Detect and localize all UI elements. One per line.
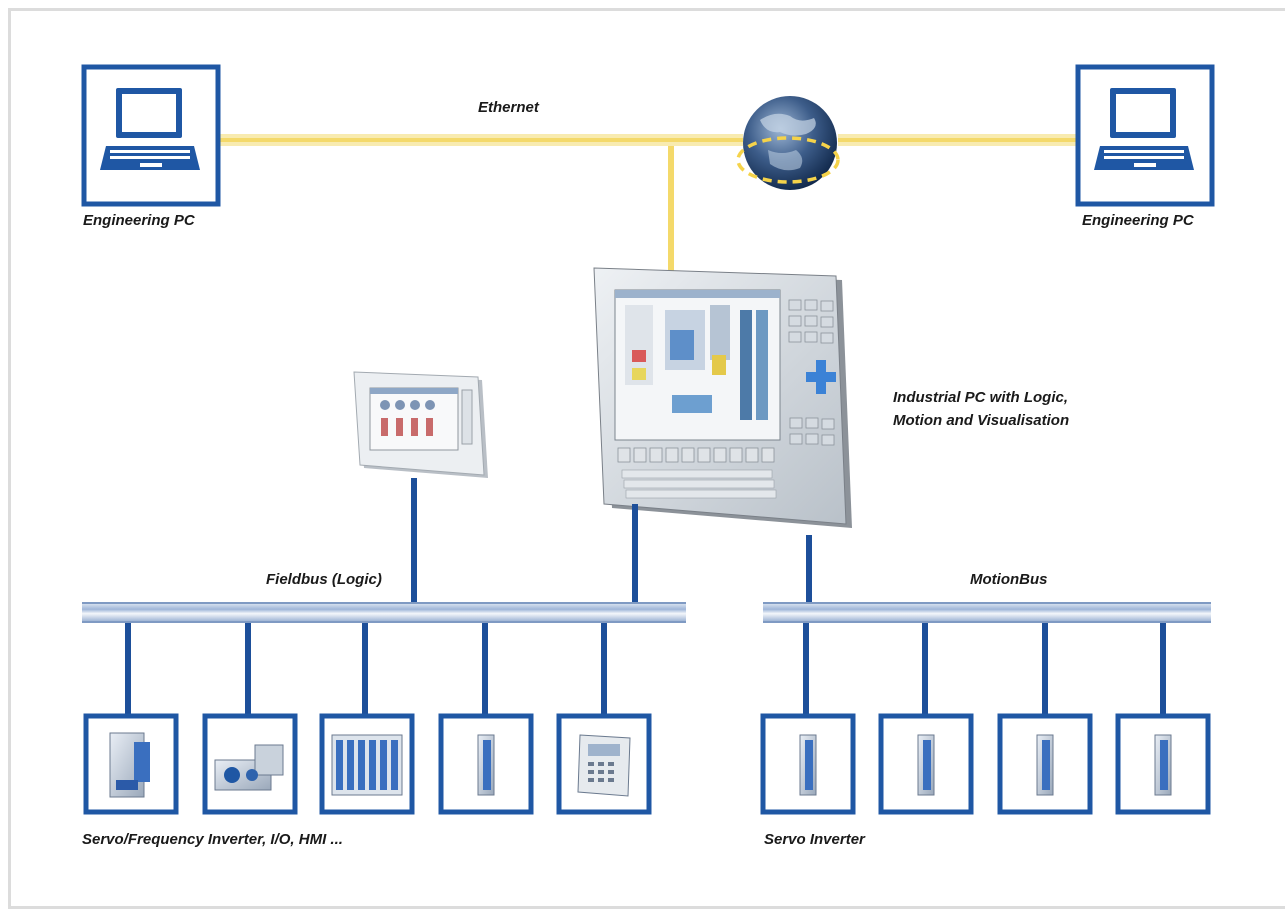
bus-connectors [125,478,1166,755]
fieldbus-label: Fieldbus (Logic) [266,571,382,588]
fieldbus-bar [82,602,686,623]
engineering-pc-right-label: Engineering PC [1082,212,1194,229]
hmi-panel-icon [353,371,488,478]
device-hmi-keypad [556,713,652,815]
industrial-pc-label-line2: Motion and Visualisation [893,412,1070,429]
motionbus-bar [763,602,1211,623]
ethernet-line [218,134,1078,271]
servo-inverter-label: Servo Inverter [764,831,865,848]
device-servo-inverter-1 [760,713,856,815]
motionbus-label: MotionBus [970,571,1048,588]
internet-globe-icon [736,96,840,190]
industrial-pc-label-line1: Industrial PC with Logic, [893,389,1069,406]
device-servo-frequency-inverter [83,713,179,815]
device-servo-inverter-3 [997,713,1093,815]
device-servo-inverter-2 [878,713,974,815]
device-servo-inverter-fieldbus [438,713,534,815]
ethernet-label: Ethernet [478,99,539,116]
device-servo-inverter-4 [1115,713,1211,815]
industrial-pc-icon [593,267,852,528]
fieldbus-devices-label: Servo/Frequency Inverter, I/O, HMI ... [82,831,343,848]
device-motor-gearbox [202,713,298,815]
device-io-module [319,713,415,815]
diagram-border [8,8,1285,909]
engineering-pc-left-icon [81,64,221,207]
engineering-pc-left-label: Engineering PC [83,212,195,229]
engineering-pc-right-icon [1075,64,1215,207]
